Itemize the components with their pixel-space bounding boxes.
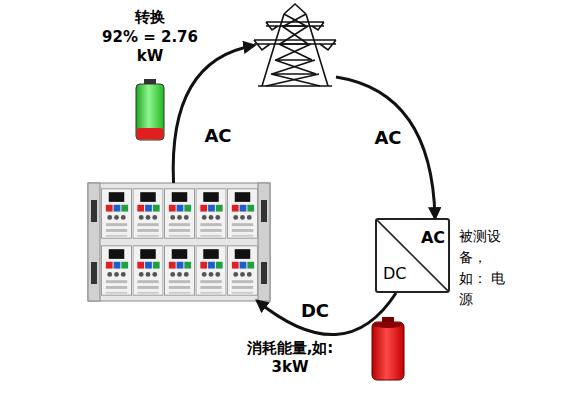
node-text: 转换 (95, 8, 205, 27)
node-text: 消耗能量,如: 3kW (238, 339, 342, 377)
power-tower-node (254, 4, 336, 87)
equipment-rack-node (88, 183, 270, 301)
battery-node: 消耗能量,如: 3kW (238, 316, 408, 382)
battery-green (136, 79, 164, 140)
battery-node: 转换92% = 2.76 kW (95, 6, 205, 142)
battery-red (372, 317, 404, 380)
node-text: DC (383, 264, 417, 284)
equipment-rack (88, 183, 270, 301)
flow-arrow (173, 46, 254, 184)
node-text: AC (411, 228, 445, 248)
flow-arrow (336, 77, 435, 218)
flow-arrow (257, 293, 396, 335)
edge-label: AC (368, 127, 408, 148)
node-text: 92% = 2.76 kW (95, 28, 205, 66)
node-text: 被测设 备，如： 电源 (459, 226, 509, 310)
device-under-test-box: ACDC被测设 备，如： 电源 (375, 218, 450, 293)
power-tower (254, 4, 336, 86)
edge-label: AC (198, 125, 238, 146)
edge-label: DC (295, 300, 335, 321)
